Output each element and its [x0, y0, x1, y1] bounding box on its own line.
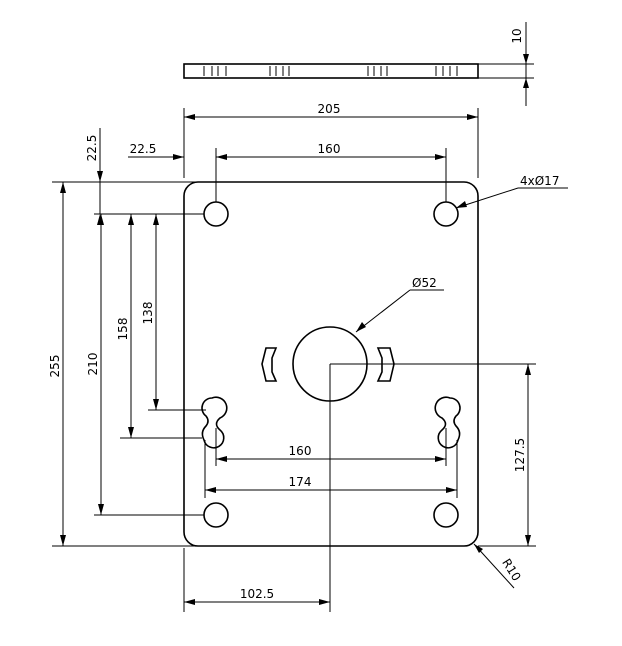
callout-hole: 4xØ17: [455, 174, 568, 209]
dim-center-x-offset: 102.5: [183, 364, 331, 612]
tab-left: [261, 347, 278, 382]
dim-hole-spacing-top: 160: [215, 142, 447, 202]
dim-overall-width: 205: [183, 102, 479, 178]
dim-top-offset-label: 22.5: [85, 135, 99, 162]
dim-overall-height: 255: [48, 181, 196, 547]
thickness-dimension: 10: [478, 22, 534, 106]
thickness-label: 10: [510, 28, 524, 43]
keyhole-slot-right: [434, 396, 461, 449]
dim-overall-height-label: 255: [48, 355, 62, 378]
dim-hole-spacing-top-label: 160: [318, 142, 341, 156]
callout-center-bore: Ø52: [355, 276, 444, 333]
dim-left-offset-top: 22.5: [128, 142, 184, 160]
dim-center-height-label: 127.5: [513, 438, 527, 472]
tab-right: [376, 347, 395, 382]
dim-slot-spacing-174: 174: [204, 440, 458, 498]
bore-tabs: [261, 347, 395, 382]
dim-top-offset: 22.5: [85, 128, 103, 225]
side-view-hidden-lines: [203, 66, 458, 76]
dim-height-158-label: 158: [116, 318, 130, 341]
callout-hole-label: 4xØ17: [520, 174, 559, 188]
callout-corner-radius-label: R10: [499, 556, 523, 583]
dim-height-138: 138: [141, 214, 206, 411]
dim-height-210-label: 210: [86, 353, 100, 376]
dim-height-138-label: 138: [141, 302, 155, 325]
dim-slot-spacing-160-label: 160: [289, 444, 312, 458]
hole-top-left: [203, 201, 229, 227]
dim-center-x-offset-label: 102.5: [240, 587, 274, 601]
hole-bottom-right: [433, 502, 459, 528]
dim-slot-spacing-174-label: 174: [289, 475, 312, 489]
dim-slot-spacing-160: 160: [215, 428, 447, 466]
dim-left-offset-top-label: 22.5: [130, 142, 157, 156]
dim-height-158: 158: [116, 214, 202, 439]
dim-overall-width-label: 205: [318, 102, 341, 116]
dim-center-height: 127.5: [330, 363, 536, 547]
callout-corner-radius: R10: [473, 543, 524, 589]
dim-height-210: 210: [86, 213, 204, 516]
hole-top-right: [433, 201, 459, 227]
keyhole-slot-left: [201, 396, 228, 449]
side-view: 10: [183, 22, 534, 106]
callout-center-bore-label: Ø52: [412, 276, 437, 290]
keyhole-slots: [201, 396, 461, 449]
hole-bottom-left: [203, 502, 229, 528]
side-view-outline: [183, 63, 479, 79]
